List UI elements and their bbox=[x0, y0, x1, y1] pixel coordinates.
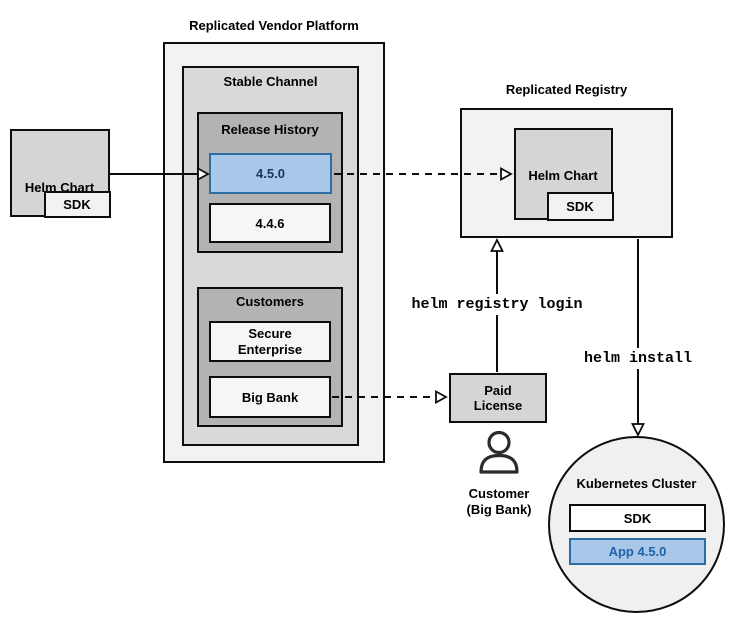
arrow-license-to-registry-head bbox=[490, 237, 504, 252]
customer-bigbank-box: Big Bank bbox=[209, 376, 331, 418]
customer-secure-box: Secure Enterprise bbox=[209, 321, 331, 362]
customer-bigbank-label: Big Bank bbox=[241, 389, 299, 405]
release-446-label: 4.4.6 bbox=[255, 215, 285, 231]
stable-channel-label: Stable Channel bbox=[223, 74, 318, 89]
customers-label: Customers bbox=[236, 294, 304, 309]
registry-title: Replicated Registry bbox=[505, 82, 628, 97]
command-helm-install: helm install bbox=[579, 348, 697, 369]
command-helm-registry-login: helm registry login bbox=[407, 294, 587, 315]
release-446-box: 4.4.6 bbox=[209, 203, 331, 243]
source-sdk-box: SDK bbox=[43, 190, 111, 218]
source-helm-chart-box: Helm Chart SDK bbox=[10, 129, 111, 218]
customer-person-icon bbox=[479, 430, 519, 474]
kubernetes-cluster-title: Kubernetes Cluster bbox=[576, 476, 697, 491]
paid-license-label: Paid License bbox=[473, 382, 523, 414]
cluster-app-box: App 4.5.0 bbox=[569, 538, 706, 565]
cluster-app-label: App 4.5.0 bbox=[608, 544, 667, 559]
source-sdk-label: SDK bbox=[63, 196, 91, 212]
customer-caption-line2: (Big Bank) bbox=[466, 502, 532, 517]
registry-sdk-label: SDK bbox=[566, 198, 594, 214]
cluster-sdk-box: SDK bbox=[569, 504, 706, 532]
registry-helm-chart-box: Helm Chart SDK bbox=[514, 128, 614, 221]
release-history-label: Release History bbox=[221, 122, 319, 137]
vendor-platform-title: Replicated Vendor Platform bbox=[189, 18, 359, 33]
release-450-label: 4.5.0 bbox=[256, 166, 285, 181]
customer-secure-label: Secure Enterprise bbox=[237, 326, 303, 357]
arrow-registry-to-cluster-head bbox=[631, 423, 645, 438]
customer-caption-line1: Customer bbox=[468, 486, 530, 501]
registry-helm-chart-label: Helm Chart bbox=[528, 168, 598, 183]
arrow-bigbank-to-license-head bbox=[435, 389, 448, 405]
registry-sdk-box: SDK bbox=[546, 191, 614, 221]
release-450-box: 4.5.0 bbox=[209, 153, 332, 194]
paid-license-box: Paid License bbox=[449, 373, 547, 423]
cluster-sdk-label: SDK bbox=[623, 510, 652, 526]
